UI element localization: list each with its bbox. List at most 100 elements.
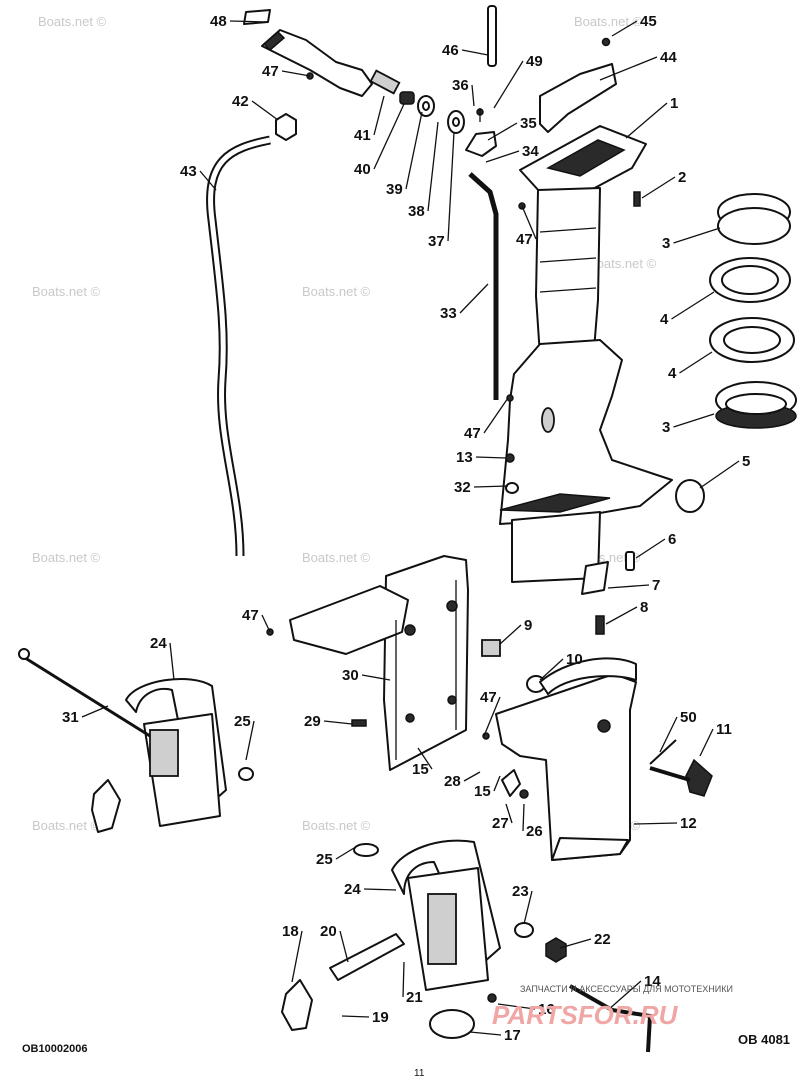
leader-line bbox=[281, 70, 311, 77]
callout-number: 18 bbox=[282, 923, 299, 940]
shop-caption: ЗАПЧАСТИ И АКСЕССУАРЫ ДЛЯ МОТОТЕХНИКИ bbox=[520, 984, 733, 994]
leader-line bbox=[641, 176, 676, 199]
callout-number: 27 bbox=[492, 815, 509, 832]
callout-50: 50 bbox=[659, 709, 697, 753]
callout-number: 42 bbox=[232, 93, 249, 110]
callout-36: 36 bbox=[452, 77, 475, 107]
callout-25: 25 bbox=[234, 713, 255, 761]
screw-part bbox=[601, 37, 611, 47]
clamp-bracket-left-part bbox=[18, 648, 254, 833]
callout-number: 48 bbox=[210, 13, 227, 30]
callout-number: 14 bbox=[644, 973, 661, 990]
callout-number: 47 bbox=[480, 689, 497, 706]
callout-44: 44 bbox=[599, 49, 677, 81]
leader-line bbox=[427, 121, 439, 212]
callout-9: 9 bbox=[499, 617, 532, 645]
leader-line bbox=[483, 397, 509, 434]
callout-number: 7 bbox=[652, 577, 660, 594]
watermark-text: Boats.net © bbox=[302, 818, 371, 833]
leader-line bbox=[607, 980, 642, 1011]
callout-number: 15 bbox=[474, 783, 491, 800]
nut-part bbox=[275, 113, 297, 141]
callout-49: 49 bbox=[493, 53, 543, 109]
callout-number: 30 bbox=[342, 667, 359, 684]
callout-11: 11 bbox=[699, 721, 732, 757]
callout-3: 3 bbox=[662, 227, 721, 252]
leader-line bbox=[323, 720, 353, 725]
watermark-text: Boats.net © bbox=[32, 550, 101, 565]
swivel-bracket-part bbox=[289, 555, 469, 771]
callout-number: 19 bbox=[372, 1009, 389, 1026]
leader-line bbox=[607, 584, 650, 589]
callout-number: 37 bbox=[428, 233, 445, 250]
bearing-rings-part bbox=[709, 193, 797, 429]
callout-number: 3 bbox=[662, 419, 670, 436]
shift-cable-part bbox=[206, 135, 271, 557]
leader-line bbox=[671, 291, 715, 320]
screw-part bbox=[633, 191, 641, 207]
callout-24: 24 bbox=[344, 881, 397, 898]
leader-line bbox=[521, 205, 537, 240]
callout-number: 12 bbox=[680, 815, 697, 832]
callout-number: 15 bbox=[412, 761, 429, 778]
leader-line bbox=[699, 728, 714, 757]
leader-line bbox=[459, 283, 489, 314]
callout-12: 12 bbox=[633, 815, 697, 832]
callout-number: 2 bbox=[678, 169, 686, 186]
leader-line bbox=[522, 803, 525, 832]
callout-3: 3 bbox=[662, 413, 715, 436]
callout-number: 22 bbox=[594, 931, 611, 948]
pin-part bbox=[625, 551, 635, 571]
leader-line bbox=[461, 49, 489, 56]
parts-drawing bbox=[18, 5, 797, 1053]
callout-42: 42 bbox=[232, 93, 279, 121]
callout-number: 5 bbox=[742, 453, 750, 470]
callout-number: 25 bbox=[316, 851, 333, 868]
leader-line bbox=[339, 930, 349, 963]
screw-part bbox=[595, 615, 605, 635]
leader-line bbox=[447, 131, 455, 242]
callout-number: 24 bbox=[344, 881, 361, 898]
callout-19: 19 bbox=[341, 1009, 389, 1026]
bushings-part bbox=[399, 91, 484, 134]
callout-number: 29 bbox=[304, 713, 321, 730]
leader-line bbox=[493, 775, 501, 792]
callout-number: 47 bbox=[464, 425, 481, 442]
leader-line bbox=[245, 720, 255, 761]
leader-line bbox=[81, 705, 109, 718]
leader-line bbox=[633, 822, 678, 825]
shop-logo: PARTSFOR.RU bbox=[492, 1000, 679, 1030]
callout-25: 25 bbox=[316, 847, 355, 868]
leader-line bbox=[405, 111, 423, 190]
callout-40: 40 bbox=[354, 103, 405, 178]
callout-6: 6 bbox=[635, 531, 676, 559]
callout-number: 11 bbox=[716, 721, 732, 738]
callout-number: 46 bbox=[442, 42, 459, 59]
callout-47: 47 bbox=[516, 205, 537, 248]
leader-line bbox=[199, 170, 217, 191]
page-number: 11 bbox=[414, 1068, 425, 1079]
callout-22: 22 bbox=[559, 931, 611, 949]
callout-number: 23 bbox=[512, 883, 529, 900]
drawing-code: OB10002006 bbox=[22, 1043, 87, 1055]
bracket-part bbox=[465, 131, 497, 157]
watermark-text: Boats.net © bbox=[302, 284, 371, 299]
callout-number: 40 bbox=[354, 161, 371, 178]
callout-number: 35 bbox=[520, 115, 537, 132]
leader-line bbox=[499, 624, 522, 645]
callout-number: 32 bbox=[454, 479, 471, 496]
callout-number: 36 bbox=[452, 77, 469, 94]
callout-number: 28 bbox=[444, 773, 461, 790]
leader-line bbox=[402, 961, 405, 998]
callout-10: 10 bbox=[539, 651, 583, 681]
callout-4: 4 bbox=[668, 351, 713, 382]
callout-46: 46 bbox=[442, 42, 489, 59]
leader-line bbox=[417, 747, 433, 770]
leader-line bbox=[673, 227, 721, 244]
leader-line bbox=[363, 888, 397, 891]
pad-part bbox=[481, 639, 501, 657]
leader-line bbox=[559, 938, 592, 949]
callout-number: 4 bbox=[668, 365, 677, 382]
leader-line bbox=[611, 20, 638, 37]
